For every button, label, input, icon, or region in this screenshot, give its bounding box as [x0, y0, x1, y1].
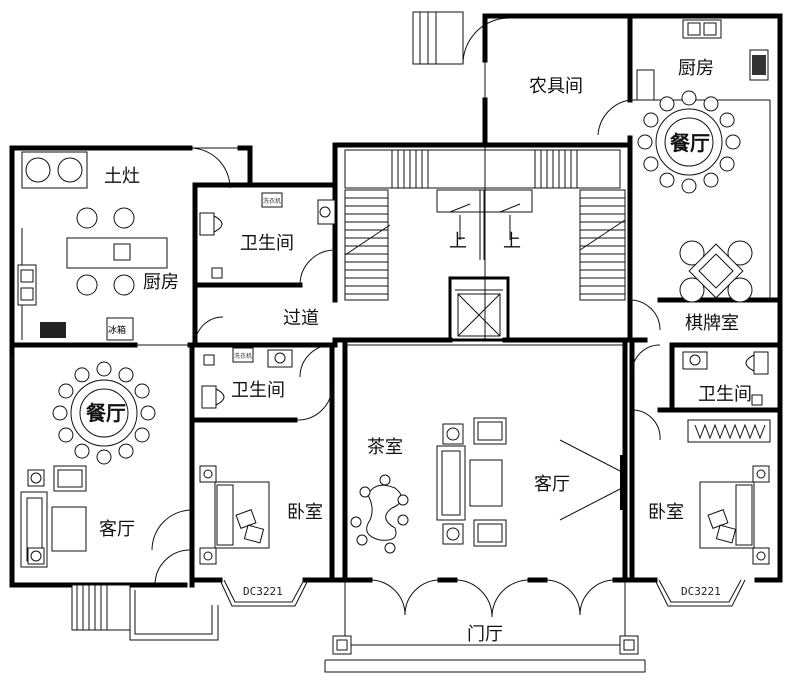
room-label-woshi-center: 卧室	[287, 502, 323, 523]
washer-label-top: 洗衣机	[263, 197, 281, 205]
room-label-keting-left: 客厅	[99, 519, 135, 540]
washer-label-left: 洗衣机	[234, 352, 252, 360]
room-label-qipai: 棋牌室	[685, 313, 739, 334]
room-label-menting: 门厅	[467, 624, 503, 645]
right-dining-table	[637, 90, 741, 194]
upper-bathroom-fixtures: 洗衣机	[199, 192, 336, 279]
stair-up-label-left: 上	[449, 231, 467, 252]
chair	[703, 172, 719, 188]
chair	[643, 156, 659, 172]
room-label-weisheng-right: 卫生间	[698, 384, 752, 405]
room-label-chufang-left: 厨房	[143, 272, 179, 293]
room-label-canting-left: 餐厅	[86, 401, 126, 425]
chair	[719, 112, 735, 128]
chair	[637, 134, 653, 150]
chair	[659, 96, 675, 112]
window-label-right: DC3221	[681, 585, 721, 598]
room-label-chashi: 茶室	[367, 437, 403, 458]
room-label-weisheng-top: 卫生间	[240, 233, 294, 254]
mahjong-table	[679, 240, 753, 303]
room-label-tuzao: 土灶	[104, 166, 140, 187]
elevator-shaft	[448, 276, 510, 342]
chair	[134, 427, 150, 443]
right-bedroom-bed	[699, 465, 770, 565]
chair	[118, 443, 134, 459]
chair	[74, 367, 90, 383]
side-entry-steps	[71, 584, 219, 641]
chair	[681, 90, 697, 106]
chair	[118, 367, 134, 383]
stair-left	[344, 189, 391, 301]
left-bedroom-bed	[199, 465, 270, 565]
left-bathroom-fixtures: 洗衣机	[201, 347, 293, 409]
entry-canopy-top	[412, 11, 510, 65]
room-label-keting-center: 客厅	[534, 474, 570, 495]
stair-centre	[436, 189, 533, 260]
exterior-walls	[9, 13, 783, 588]
front-porch	[324, 580, 646, 673]
tea-table	[350, 474, 409, 554]
chair	[96, 361, 112, 377]
chair	[96, 449, 112, 465]
room-label-weisheng-left: 卫生间	[231, 380, 285, 401]
chair	[681, 178, 697, 194]
chair	[643, 112, 659, 128]
stair-up-label-right: 上	[503, 231, 521, 252]
chair	[140, 405, 156, 421]
room-label-nongju: 农具间	[529, 76, 583, 97]
chair	[725, 134, 741, 150]
bay-window-left	[219, 579, 309, 607]
chair	[74, 443, 90, 459]
chair	[703, 96, 719, 112]
window-label-left: DC3221	[243, 585, 283, 598]
door-swings	[151, 99, 661, 618]
chair	[52, 405, 68, 421]
bay-window-right	[654, 579, 746, 607]
fridge-label: 冰箱	[108, 324, 126, 336]
chair	[58, 427, 74, 443]
right-bathroom-fixtures	[682, 351, 769, 406]
left-living-sofa	[20, 465, 87, 568]
wardrobe-right	[687, 419, 771, 443]
stair-top-band	[344, 149, 621, 189]
room-label-canting-right: 餐厅	[670, 131, 710, 155]
stair-right	[579, 189, 626, 301]
right-kitchen-fixtures	[636, 19, 769, 101]
chair	[719, 156, 735, 172]
central-living-sofa	[436, 417, 625, 547]
left-kitchen-fixtures: 冰箱	[17, 151, 168, 341]
room-label-guodao: 过道	[283, 308, 319, 329]
chair	[134, 383, 150, 399]
room-label-woshi-right: 卧室	[648, 502, 684, 523]
left-dining-table	[52, 361, 156, 465]
chair	[659, 172, 675, 188]
room-labels: 农具间 厨房 餐厅 土灶 卫生间 厨房 过道 棋牌室 餐厅 卫生间 卫生间 茶室…	[86, 58, 752, 645]
chair	[58, 383, 74, 399]
room-label-chufang-right: 厨房	[678, 58, 714, 79]
